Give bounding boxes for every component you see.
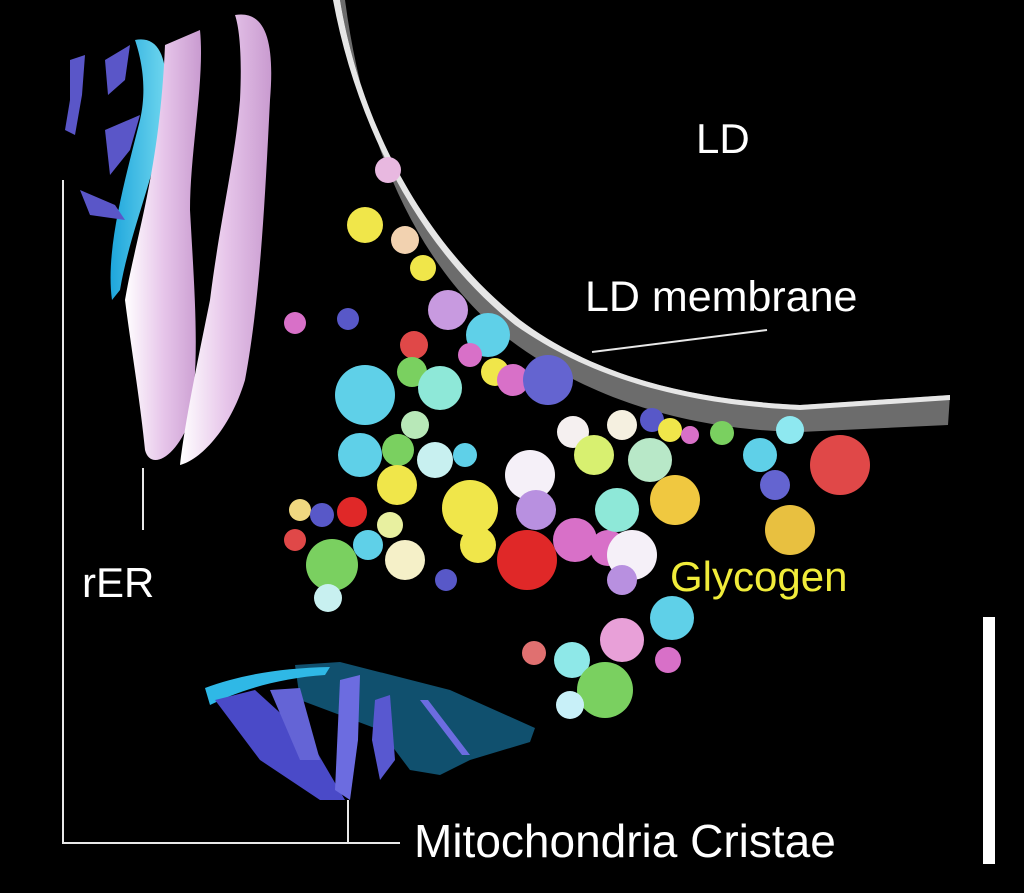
glycogen-granules [284,157,870,719]
callout-lines [62,180,768,844]
ld-label: LD [696,115,750,162]
rer-label: rER [82,559,155,606]
mitochondria-bracket-line [62,180,400,844]
rer-structure [65,14,272,465]
ld-membrane-label: LD membrane [585,273,858,321]
glycogen-label: Glycogen [670,553,848,600]
scale-bar [983,617,995,864]
mitochondria [205,662,535,800]
mitochondria-cristae-label: Mitochondria Cristae [414,815,836,867]
ld-membrane-callout-line [591,329,768,353]
